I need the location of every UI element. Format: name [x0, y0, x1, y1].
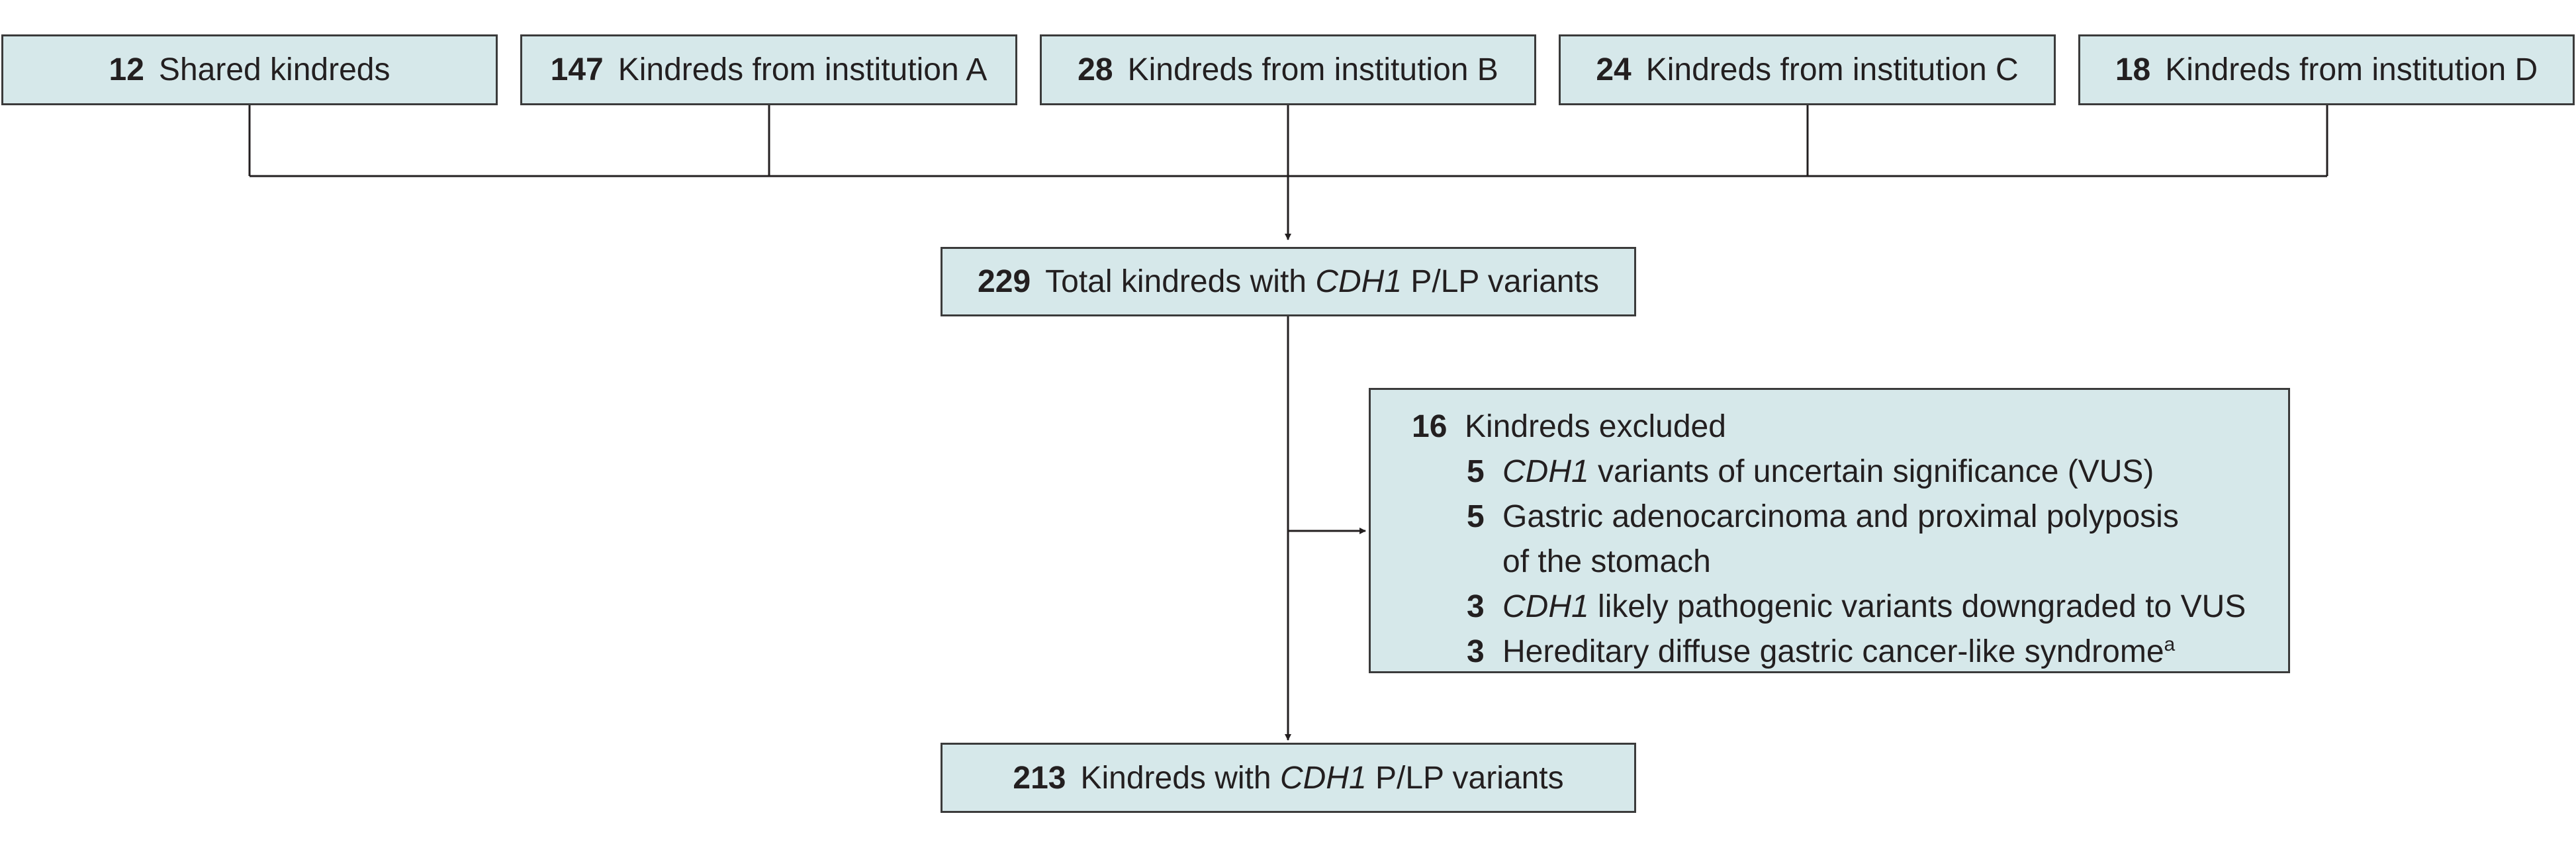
excluded-reason: 3 Hereditary diffuse gastric cancer-like… [1467, 633, 2176, 669]
source-box-shared: 12 Shared kindreds [1, 34, 498, 105]
excluded-count: 16 [1412, 409, 1448, 444]
gene-name: CDH1 [1502, 589, 1589, 624]
final-label: Kindreds with CDH1 P/LP variants [1080, 760, 1564, 796]
final-kindreds-box: 213 Kindreds with CDH1 P/LP variants [941, 743, 1636, 813]
excluded-header: 16 Kindreds excluded [1412, 404, 1726, 449]
source-label: Shared kindreds [158, 52, 391, 87]
source-box-institution-b: 28 Kindreds from institution B [1040, 34, 1536, 105]
final-count: 213 [1013, 760, 1066, 796]
total-label: Total kindreds with CDH1 P/LP variants [1045, 264, 1599, 299]
source-box-institution-c: 24 Kindreds from institution C [1559, 34, 2056, 105]
total-count: 229 [978, 264, 1031, 299]
excluded-box: 16 Kindreds excluded 5 CDH1 variants of … [1369, 388, 2290, 673]
excluded-reasons: 5 CDH1 variants of uncertain significanc… [1467, 449, 2246, 675]
excluded-reason: 5 CDH1 variants of uncertain significanc… [1467, 454, 2154, 489]
source-box-institution-a: 147 Kindreds from institution A [520, 34, 1017, 105]
excluded-reason: 5 Gastric adenocarcinoma and proximal po… [1467, 499, 2179, 579]
footnote-marker: a [2164, 633, 2176, 655]
source-label: Kindreds from institution D [2165, 52, 2538, 87]
gene-name: CDH1 [1315, 264, 1403, 299]
total-kindreds-box: 229 Total kindreds with CDH1 P/LP varian… [941, 247, 1636, 316]
excluded-reason: 3 CDH1 likely pathogenic variants downgr… [1467, 589, 2246, 624]
source-count: 18 [2115, 52, 2151, 87]
source-label: Kindreds from institution B [1127, 52, 1498, 87]
gene-name: CDH1 [1279, 760, 1367, 796]
source-count: 28 [1078, 52, 1113, 87]
source-label: Kindreds from institution A [618, 52, 988, 87]
gene-name: CDH1 [1502, 454, 1589, 489]
excluded-label: Kindreds excluded [1465, 409, 1726, 444]
source-count: 12 [109, 52, 144, 87]
source-count: 147 [550, 52, 604, 87]
source-box-institution-d: 18 Kindreds from institution D [2078, 34, 2575, 105]
source-label: Kindreds from institution C [1645, 52, 2019, 87]
source-count: 24 [1596, 52, 1632, 87]
